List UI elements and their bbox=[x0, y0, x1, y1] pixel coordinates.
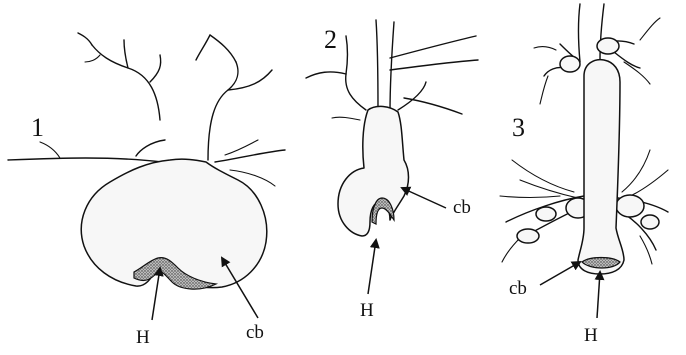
panel-3-body-arrow bbox=[540, 262, 580, 285]
panel-2-number: 2 bbox=[324, 25, 337, 54]
panel-3-body bbox=[578, 60, 624, 274]
panel-1-stalks bbox=[8, 33, 285, 186]
panel-3-hinge-arrow bbox=[597, 272, 600, 318]
panel-1-body-label: cb bbox=[246, 322, 264, 343]
panel-3-body-label: cb bbox=[509, 278, 527, 299]
panel-2-hinge-label: H bbox=[360, 300, 374, 321]
panel-3-number: 3 bbox=[512, 113, 525, 142]
panel-2-body-label: cb bbox=[453, 197, 471, 218]
panel-2-body-arrow bbox=[402, 188, 446, 208]
panel-3: 3 H cb bbox=[500, 4, 668, 346]
panel-1-number: 1 bbox=[31, 113, 44, 142]
panel-2-hinge-arrow bbox=[368, 240, 376, 294]
panel-3-hinge-label: H bbox=[584, 325, 598, 346]
panel-1-hinge-label: H bbox=[136, 327, 150, 348]
panel-1: 1 H cb bbox=[8, 33, 285, 348]
panel-2: 2 H cb bbox=[306, 20, 478, 321]
